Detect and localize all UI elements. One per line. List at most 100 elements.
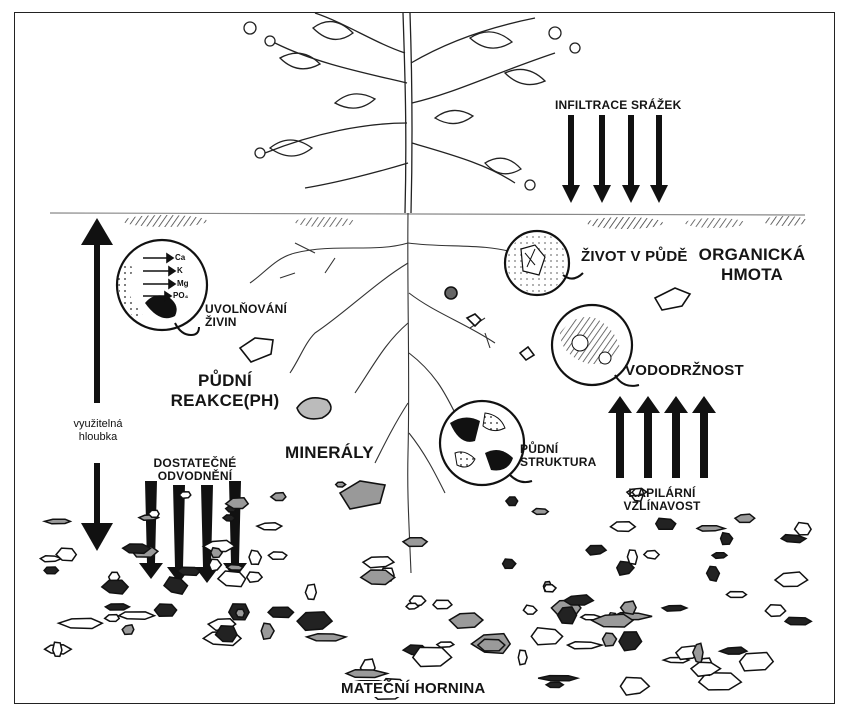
rock xyxy=(268,552,286,559)
rock xyxy=(271,493,286,501)
rock xyxy=(105,604,129,610)
rock xyxy=(720,647,747,654)
rock xyxy=(177,567,200,575)
soil-life-diagram xyxy=(505,231,583,295)
roots xyxy=(250,213,515,573)
rock xyxy=(546,682,563,687)
rock xyxy=(59,618,103,628)
rock xyxy=(611,522,636,532)
label-organic-matter: ORGANICKÁ HMOTA xyxy=(697,245,807,285)
label-usable-depth-line1: využitelná xyxy=(63,418,133,431)
rock xyxy=(44,567,58,574)
rock xyxy=(297,612,332,630)
rock xyxy=(179,492,191,499)
rock xyxy=(406,603,418,609)
rock xyxy=(538,676,577,681)
rock xyxy=(257,523,282,530)
rock xyxy=(336,482,346,487)
rock xyxy=(148,510,159,517)
soil-illustration xyxy=(15,13,834,703)
rock xyxy=(568,642,602,649)
rock xyxy=(305,584,316,599)
rock xyxy=(236,609,245,617)
label-organic-matter-line1: ORGANICKÁ xyxy=(697,245,807,265)
rock xyxy=(586,546,606,555)
rock xyxy=(727,592,747,598)
rock xyxy=(523,605,537,614)
rock xyxy=(740,653,774,671)
rock xyxy=(123,544,151,553)
rock xyxy=(218,571,246,587)
diagram-frame: INFILTRACE SRÁŽEK ŽIVOT V PŮDĚ ORGANICKÁ… xyxy=(14,12,835,704)
rock xyxy=(45,519,71,524)
label-nutrient-release: UVOLŇOVÁNÍ ŽIVIN xyxy=(205,303,287,329)
usable-depth-arrow xyxy=(81,218,113,551)
label-soil-reaction-line1: PŮDNÍ xyxy=(165,371,285,391)
label-usable-depth-line2: hloubka xyxy=(63,431,133,444)
rock xyxy=(697,526,725,531)
rock xyxy=(413,647,452,666)
label-drainage: DOSTATEČNÉ ODVODNĚNÍ xyxy=(145,457,245,483)
rock xyxy=(603,633,617,646)
rock xyxy=(620,677,649,695)
rock xyxy=(506,497,518,506)
rock xyxy=(532,509,548,515)
rock xyxy=(119,612,155,619)
rock xyxy=(363,557,394,568)
capillary-arrows xyxy=(608,396,716,478)
infiltration-arrows xyxy=(562,115,668,203)
rock xyxy=(227,565,243,571)
rock xyxy=(518,650,527,665)
soil-structure-diagram xyxy=(440,401,532,485)
plant xyxy=(244,13,580,213)
rock xyxy=(564,595,593,605)
rock xyxy=(247,572,262,582)
rock xyxy=(346,670,387,678)
label-water-retention: VODODRŽNOST xyxy=(625,363,744,379)
rock xyxy=(223,515,235,521)
rock xyxy=(105,615,120,622)
rock xyxy=(268,607,293,617)
rock xyxy=(644,551,659,560)
rock xyxy=(707,566,720,581)
label-usable-depth: využitelná hloubka xyxy=(63,418,133,444)
label-drainage-line2: ODVODNĚNÍ xyxy=(145,470,245,483)
label-capillary: KAPILÁRNÍ VZLÍNAVOST xyxy=(612,487,712,513)
rock xyxy=(656,518,676,529)
rock xyxy=(735,514,755,522)
rock xyxy=(164,577,188,594)
rock xyxy=(261,623,274,639)
nutrient-release-diagram xyxy=(117,240,207,335)
label-soil-reaction-line2: REAKCE(pH) xyxy=(165,391,285,411)
label-nutrient-release-line2: ŽIVIN xyxy=(205,316,287,329)
label-soil-life: ŽIVOT V PŮDĚ xyxy=(581,249,688,265)
rock xyxy=(619,632,642,651)
ground-surface xyxy=(50,213,807,229)
rock xyxy=(478,639,505,651)
rock xyxy=(785,617,811,624)
rock xyxy=(249,550,261,564)
rock xyxy=(775,572,808,587)
label-minerals: MINERÁLY xyxy=(285,443,374,463)
nutrient-ca: Ca xyxy=(175,253,185,262)
rock xyxy=(712,553,727,559)
rock xyxy=(795,523,812,535)
label-parent-rock: MATEČNÍ HORNINA xyxy=(337,681,489,697)
rock xyxy=(437,642,454,647)
rock xyxy=(503,559,516,568)
rock xyxy=(662,606,686,612)
rock xyxy=(781,535,806,543)
rock xyxy=(403,538,427,547)
nutrient-mg: Mg xyxy=(177,279,189,288)
rock xyxy=(155,604,177,616)
label-soil-structure-line2: STRUKTURA xyxy=(520,456,596,469)
rock xyxy=(544,585,556,592)
rock xyxy=(531,628,562,645)
rock xyxy=(721,533,733,545)
label-organic-matter-line2: HMOTA xyxy=(697,265,807,285)
parent-rock xyxy=(40,482,811,699)
rock xyxy=(307,634,346,641)
rock xyxy=(209,559,221,571)
label-infiltration: INFILTRACE SRÁŽEK xyxy=(555,99,682,112)
rock xyxy=(122,625,134,635)
